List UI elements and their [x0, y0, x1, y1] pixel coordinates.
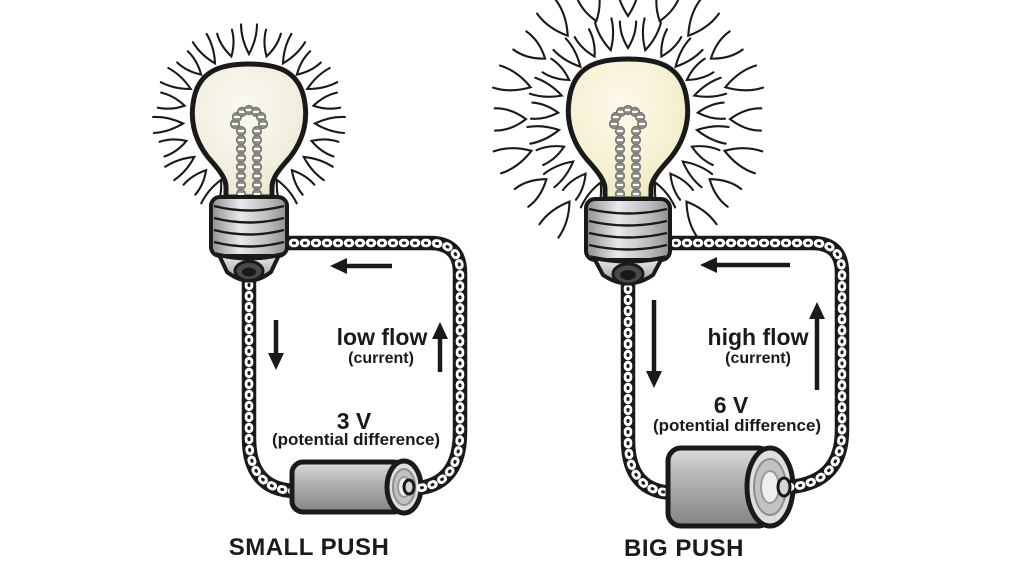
light-bulb-right	[491, 0, 765, 286]
voltage-note-left: (potential difference)	[271, 430, 441, 449]
current-arrows-right-circuit	[646, 257, 825, 390]
wire-left-right-segment	[277, 235, 468, 496]
bulb-glass	[565, 56, 691, 202]
filament-coil	[608, 104, 648, 200]
current-arrows-left-circuit	[268, 258, 448, 372]
bulb-screw-base	[209, 195, 289, 258]
wire-left-down-segment	[241, 257, 299, 499]
bulb-glass	[189, 61, 309, 200]
bulb-screw-base	[584, 197, 672, 262]
flow-label-left: low flow	[336, 324, 428, 350]
caption-right: BIG PUSH	[623, 535, 745, 562]
circuit-right	[491, 0, 850, 529]
glow-rays-outer-icon	[491, 0, 765, 239]
battery-terminal-nub-left	[402, 478, 416, 496]
wire-right-right-segment	[659, 235, 850, 495]
flow-note-left: (current)	[348, 350, 414, 367]
voltage-note-right: (potential difference)	[652, 416, 822, 435]
caption-left: SMALL PUSH	[228, 534, 390, 561]
flow-label-right: high flow	[707, 324, 809, 350]
battery-small	[289, 458, 424, 516]
wire-right-down-segment	[620, 261, 679, 501]
battery-large	[665, 445, 796, 529]
battery-terminal-nub-right	[776, 476, 792, 498]
flow-note-right: (current)	[725, 350, 791, 367]
voltage-label-right: 6 V	[713, 392, 749, 418]
light-bulb-left	[152, 23, 346, 283]
voltage-label-left: 3 V	[336, 408, 372, 434]
filament-coil	[229, 104, 269, 200]
circuit-left	[152, 23, 468, 516]
